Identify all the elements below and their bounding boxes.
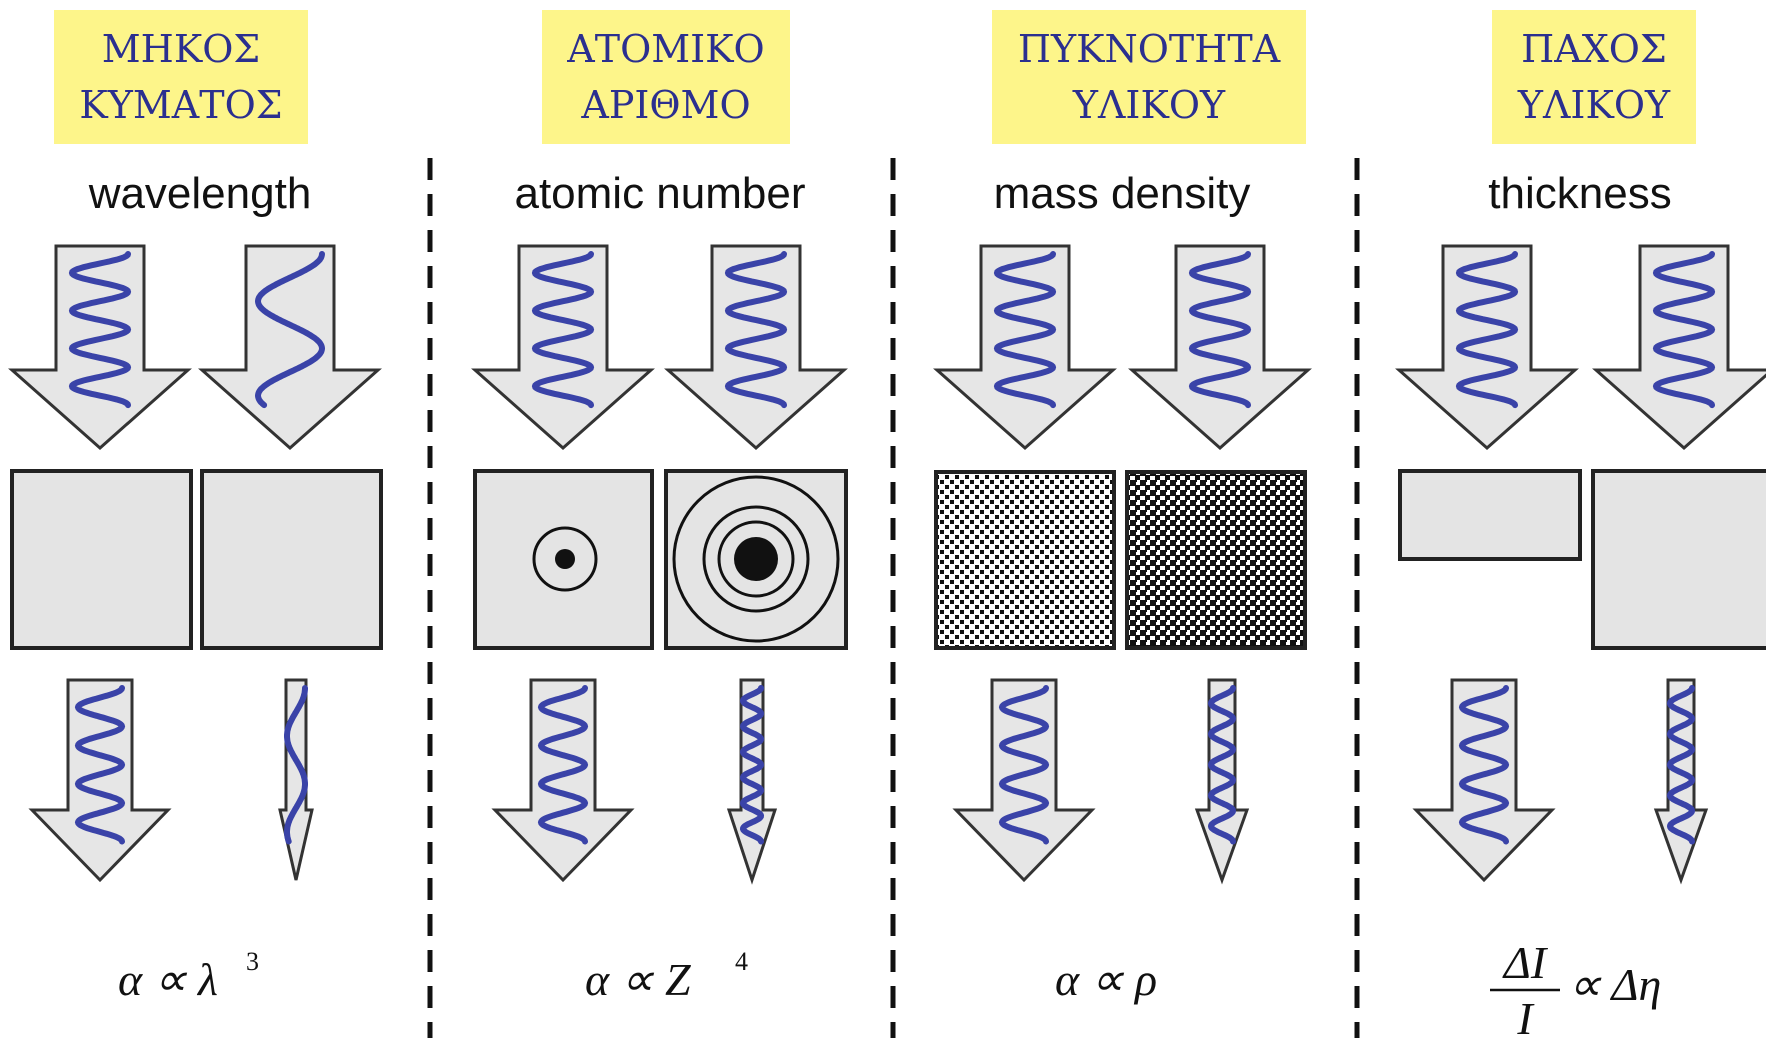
english-label-atomic-number: atomic number bbox=[514, 169, 805, 218]
wave bbox=[68, 251, 132, 409]
wave bbox=[254, 251, 326, 409]
incident-arrow-long-wavelength bbox=[198, 244, 382, 451]
greek-label-mass-density: ΠΥΚΝΟΤΗΤΑ ΥΛΙΚΟΥ bbox=[992, 10, 1306, 144]
formula-denominator: I bbox=[1516, 993, 1535, 1038]
transmitted-arrow-wide bbox=[491, 678, 635, 883]
greek-label-line1: ΠΥΚΝΟΤΗΤΑ bbox=[1018, 27, 1281, 71]
atom-icon-small bbox=[532, 526, 598, 592]
greek-label-line2: ΥΛΙΚΟΥ bbox=[1517, 83, 1671, 127]
transmitted-arrow-narrow bbox=[726, 678, 778, 885]
incident-arrow bbox=[471, 244, 655, 451]
wave bbox=[1458, 685, 1510, 845]
incident-arrow-short-wavelength bbox=[8, 244, 192, 451]
greek-label-wavelength: ΜΗΚΟΣ ΚΥΜΑΤΟΣ bbox=[54, 10, 308, 144]
transmitted-arrow-wide bbox=[1412, 678, 1556, 883]
formula-mass-density: α ∝ ρ bbox=[1055, 954, 1157, 1005]
incident-arrow bbox=[1592, 244, 1766, 451]
blocks-atomic-number bbox=[473, 469, 848, 650]
formula-text: α ∝ Z bbox=[585, 954, 691, 1005]
wave bbox=[739, 685, 765, 845]
material-block-low-density bbox=[934, 470, 1116, 650]
formula-thickness: ΔI I ∝ Δη bbox=[1490, 937, 1661, 1038]
greek-label-line2: ΚΥΜΑΤΟΣ bbox=[79, 83, 282, 127]
wave bbox=[1666, 685, 1696, 845]
english-label-thickness: thickness bbox=[1488, 169, 1671, 218]
greek-label-line2: ΑΡΙΘΜΟ bbox=[580, 83, 750, 127]
material-block-thick bbox=[1591, 469, 1766, 650]
incident-arrow bbox=[933, 244, 1117, 451]
formula-rhs: ∝ Δη bbox=[1568, 959, 1661, 1010]
wave bbox=[537, 685, 589, 845]
transmitted-arrow-narrow bbox=[278, 678, 314, 881]
english-label-mass-density: mass density bbox=[994, 169, 1251, 218]
wave bbox=[1652, 251, 1716, 409]
incident-arrow bbox=[664, 244, 848, 451]
greek-label-line2: ΥΛΙΚΟΥ bbox=[1072, 83, 1226, 127]
wave bbox=[993, 251, 1057, 409]
material-block-high-density bbox=[1125, 470, 1307, 650]
formula-numerator: ΔI bbox=[1502, 937, 1549, 988]
incident-arrow bbox=[1395, 244, 1579, 451]
formula-exponent: 4 bbox=[735, 947, 748, 976]
wave bbox=[1188, 251, 1252, 409]
formula-wavelength: α ∝ λ 3 bbox=[118, 947, 259, 1005]
greek-label-thickness: ΠΑΧΟΣ ΥΛΙΚΟΥ bbox=[1492, 10, 1696, 144]
incident-arrow bbox=[1128, 244, 1312, 451]
blocks-thickness bbox=[1398, 469, 1766, 650]
wave bbox=[284, 685, 308, 845]
arrows-layer bbox=[8, 244, 1766, 885]
formula-exponent: 3 bbox=[246, 947, 259, 976]
greek-label-line1: ΠΑΧΟΣ bbox=[1521, 27, 1667, 71]
material-block bbox=[200, 469, 383, 650]
blocks-mass-density bbox=[934, 470, 1307, 650]
material-block bbox=[10, 469, 193, 650]
formula-text: α ∝ ρ bbox=[1055, 954, 1157, 1005]
english-label-wavelength: wavelength bbox=[88, 169, 312, 218]
material-block-thin bbox=[1398, 469, 1582, 561]
wave bbox=[998, 685, 1050, 845]
greek-label-atomic-number: ΑΤΟΜΙΚΟ ΑΡΙΘΜΟ bbox=[542, 10, 790, 144]
transmitted-arrow-narrow bbox=[1194, 678, 1250, 885]
formula-atomic-number: α ∝ Z 4 bbox=[585, 947, 748, 1005]
blocks-wavelength bbox=[10, 469, 383, 650]
wave bbox=[74, 685, 126, 845]
transmitted-arrow-wide bbox=[28, 678, 172, 883]
transmitted-arrow-narrow bbox=[1653, 678, 1709, 885]
greek-label-line1: ΜΗΚΟΣ bbox=[102, 27, 260, 71]
formula-text: α ∝ λ bbox=[118, 954, 218, 1005]
wave bbox=[531, 251, 595, 409]
atom-icon-large bbox=[672, 475, 840, 643]
transmitted-arrow-wide bbox=[952, 678, 1096, 883]
wave bbox=[1455, 251, 1519, 409]
wave bbox=[724, 251, 788, 409]
greek-label-line1: ΑΤΟΜΙΚΟ bbox=[566, 27, 764, 71]
wave bbox=[1207, 685, 1237, 845]
